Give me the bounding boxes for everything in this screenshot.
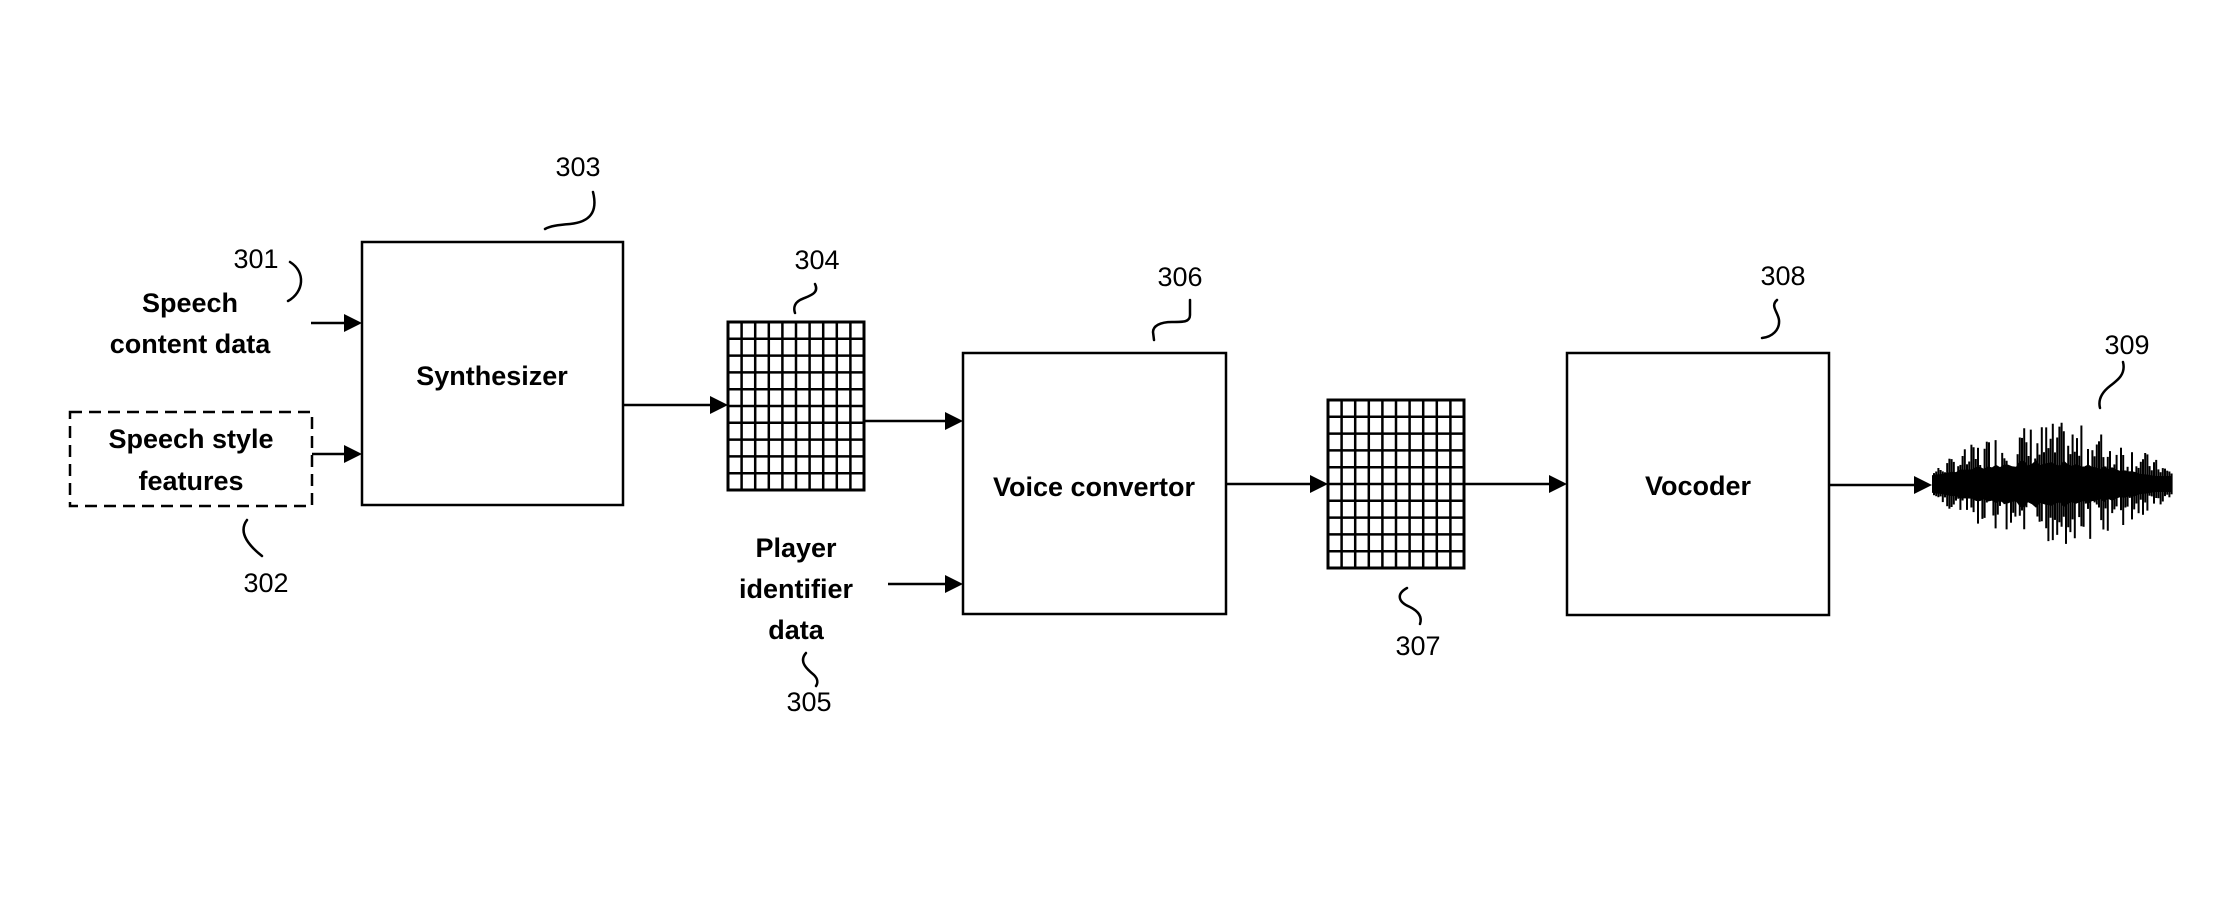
leader-line-302 bbox=[242, 518, 264, 558]
vocoder-block: Vocoder 308 bbox=[1565, 261, 1831, 617]
synthesizer-label: Synthesizer bbox=[416, 361, 568, 391]
voice-convertor-label: Voice convertor bbox=[993, 472, 1196, 502]
leader-line-306 bbox=[1151, 298, 1192, 342]
arrow-right-icon bbox=[864, 412, 963, 430]
ref-308: 308 bbox=[1760, 261, 1805, 291]
player-identifier-label-line3: data bbox=[768, 615, 825, 645]
spectrogram-grid-icon bbox=[1326, 398, 1466, 570]
arrow-right-icon bbox=[1226, 475, 1328, 493]
speech-content-label-line1: Speech bbox=[142, 288, 238, 318]
intermediate-spectrogram: 304 bbox=[726, 245, 866, 492]
leader-line-303 bbox=[543, 190, 596, 231]
ref-309: 309 bbox=[2104, 330, 2149, 360]
player-identifier-input: Player identifier data 305 bbox=[739, 533, 963, 717]
arrow-right-icon bbox=[312, 445, 362, 463]
arrow-right-icon bbox=[623, 396, 728, 414]
speech-style-label-line2: features bbox=[138, 466, 243, 496]
voice-convertor-box bbox=[961, 351, 1228, 616]
player-identifier-label-line2: identifier bbox=[739, 574, 854, 604]
vocoder-label: Vocoder bbox=[1645, 471, 1752, 501]
ref-303: 303 bbox=[555, 152, 600, 182]
speech-style-input: Speech style features 302 bbox=[68, 410, 362, 598]
arrow-right-icon bbox=[888, 575, 963, 593]
ref-304: 304 bbox=[794, 245, 839, 275]
player-identifier-label-line1: Player bbox=[755, 533, 837, 563]
leader-line-307 bbox=[1398, 586, 1422, 626]
speech-content-input: Speech content data 301 bbox=[110, 244, 362, 359]
leader-line-309 bbox=[2098, 360, 2125, 410]
voice-convertor-block: Voice convertor 306 bbox=[961, 262, 1228, 616]
leader-line-304 bbox=[793, 282, 818, 315]
synthesizer-block: Synthesizer 303 bbox=[360, 152, 625, 507]
audio-waveform-icon bbox=[1932, 422, 2173, 544]
vocoder-box bbox=[1565, 351, 1831, 617]
arrow-right-icon bbox=[311, 314, 362, 332]
leader-line-301 bbox=[286, 260, 303, 303]
arrow-right-icon bbox=[1464, 475, 1567, 493]
arrow-right-icon bbox=[1829, 476, 1932, 494]
ref-301: 301 bbox=[233, 244, 278, 274]
speech-style-label-line1: Speech style bbox=[108, 424, 273, 454]
synthesizer-box bbox=[360, 240, 625, 507]
converted-spectrogram: 307 bbox=[1326, 398, 1466, 661]
ref-302: 302 bbox=[243, 568, 288, 598]
leader-line-308 bbox=[1760, 298, 1781, 340]
ref-305: 305 bbox=[786, 687, 831, 717]
leader-line-305 bbox=[801, 651, 819, 688]
ref-307: 307 bbox=[1395, 631, 1440, 661]
speech-style-dashed-box bbox=[68, 410, 314, 508]
speech-content-label-line2: content data bbox=[110, 329, 271, 359]
spectrogram-grid-icon bbox=[726, 320, 866, 492]
audio-output: 309 bbox=[1932, 330, 2173, 544]
ref-306: 306 bbox=[1157, 262, 1202, 292]
